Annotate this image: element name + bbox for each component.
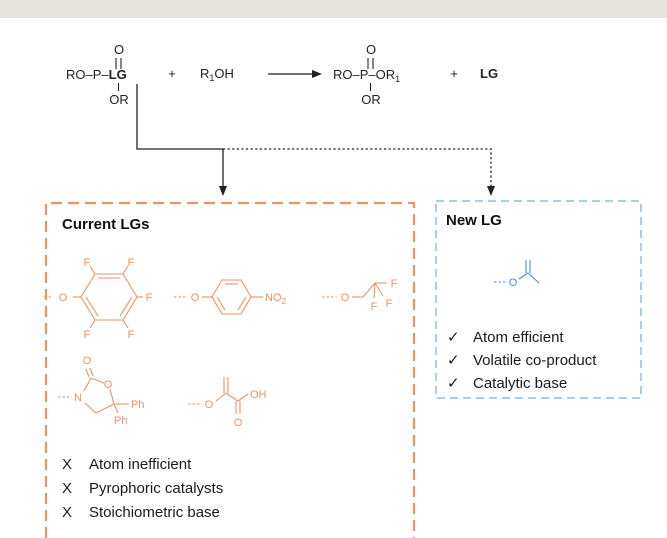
pentafluorophenyl-structure [44,265,143,329]
oxaz-c2-o1-bond [90,377,105,384]
plus-sign-1: + [168,66,176,81]
isopropenyl-structure [494,260,540,284]
product-main-label: RO–P–OR1 [333,67,400,84]
nitro-ring [211,279,252,315]
drawback-text: Atom inefficient [89,456,192,473]
pfp-f-label-5: F [84,329,91,341]
pfp-f-bond-5 [89,319,96,329]
plus-sign-2: + [450,66,458,81]
pfp-ring-double-3 [85,296,99,317]
current-lgs-panel: Current LGs O F F F F F [44,201,416,538]
top-band [0,0,667,18]
nitrophenyl-structure [174,279,263,315]
drawback-mark: X [62,456,72,473]
benefit-text: Catalytic base [473,375,567,392]
drawback-mark: X [62,504,72,521]
tfe-f-label-2: F [386,298,393,310]
pfp-ring [80,273,138,321]
product-phosphate: O RO–P–OR1 OR [333,42,400,107]
reagent-left-label: RO–P–LG [66,67,127,82]
oxazolidinone-structure [58,367,129,414]
drawbacks-list: X Atom inefficient X Pyrophoric catalyst… [62,456,223,521]
pfp-f-bond-2 [122,265,129,275]
acryl-o-label: O [205,399,214,411]
reaction-equation: O RO–P–LG OR + R1OH O RO–P–OR1 OR + LG [66,42,498,107]
isopropenyl-o-c-bond [518,272,529,280]
nitro-o-label: O [191,292,200,304]
byproduct-lg-label: LG [480,66,498,81]
oxaz-c5-c4-bond [95,403,115,414]
oxaz-n-c2-bond [83,377,92,392]
oxaz-o1-c5-bond [109,388,115,405]
benefits-list: ✓ Atom efficient ✓ Volatile co-product ✓… [447,329,597,392]
oxaz-ph2-bond [113,403,119,414]
solid-connector [136,84,224,186]
reagent-phosphate: O RO–P–LG OR [66,42,129,107]
dotted-connector-head [487,186,495,196]
oxaz-ph2-label: Ph [114,415,127,427]
oxaz-ring-o-label: O [104,379,113,391]
reaction-arrow-head [312,70,322,78]
acryl-carbonyl-o-label: O [234,417,243,429]
tfe-o-label: O [341,292,350,304]
oxaz-exo-o-label: O [83,355,92,367]
product-bottom-label: OR [361,92,381,107]
pfp-f-label-2: F [128,257,135,269]
solid-connector-head [219,186,227,196]
oxaz-carbonyl-bond-a [85,368,90,378]
tfe-ch2-c-bond [362,282,376,298]
check-icon: ✓ [447,352,460,369]
reagent-bottom-label: OR [109,92,129,107]
current-lgs-title: Current LGs [62,216,150,233]
pfp-o-label: O [59,292,68,304]
tfe-f-bond-3 [373,282,376,299]
pfp-f-bond-1 [89,265,96,275]
reagent-lg-label: LG [109,67,127,82]
pfp-f-label-3: F [146,292,153,304]
acrylate-structure [188,377,249,414]
oxaz-n-label: N [74,392,82,404]
drawback-text: Pyrophoric catalysts [89,480,223,497]
new-lg-title: New LG [446,212,502,229]
tfe-f-label-1: F [391,278,398,290]
isopropenyl-o-label: O [509,277,518,289]
oxaz-c4-n-bond [84,402,97,414]
pfp-f-bond-4 [122,319,129,329]
new-lg-panel: New LG O ✓ Atom efficient ✓ Volatile co-… [435,200,642,399]
benefit-text: Volatile co-product [473,352,597,369]
isopropenyl-methyl-bond [527,272,540,284]
nitro-ring-double-3 [216,296,226,311]
oxaz-carbonyl-bond-b [89,367,94,377]
alcohol-label: R1OH [200,66,234,83]
acryl-o-c-bond [215,392,227,402]
drawback-mark: X [62,480,72,497]
drawback-text: Stoichiometric base [89,504,220,521]
benefit-text: Atom efficient [473,329,564,346]
nitro-group-label: NO2 [265,292,287,306]
check-icon: ✓ [447,375,460,392]
check-icon: ✓ [447,329,460,346]
pfp-f-label-1: F [84,257,91,269]
acryl-c-carbonyl-bond [225,392,239,402]
nitro-ring-double-2 [237,296,247,311]
tfe-f-bond-2 [374,282,384,297]
pfp-ring-double-2 [119,296,133,317]
tfe-f-label-3: F [371,301,378,313]
trifluoroethyl-structure [322,282,387,299]
acryl-c-oh-bond [237,393,249,402]
acryl-oh-label: OH [250,389,267,401]
current-lgs-border [44,201,416,538]
new-lg-border [435,200,642,399]
connector-arrows [136,84,495,196]
reagent-oxo-label: O [114,42,124,57]
product-oxo-label: O [366,42,376,57]
dotted-connector [223,148,492,186]
pfp-f-label-4: F [128,329,135,341]
oxaz-ph1-label: Ph [131,399,144,411]
